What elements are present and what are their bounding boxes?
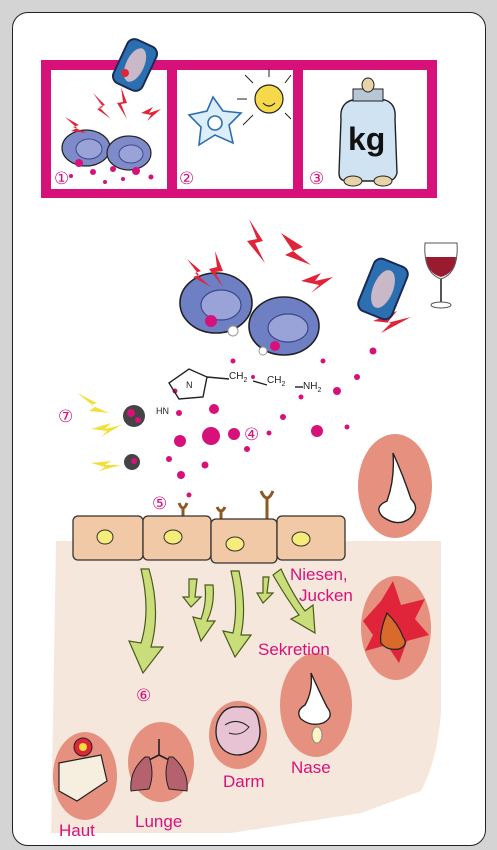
- mast-cells-main: [180, 273, 319, 355]
- trigger-panel: [41, 36, 437, 198]
- label-haut: Haut: [59, 822, 95, 840]
- cell-row: [73, 516, 345, 563]
- fish-can-wine-icon: [356, 243, 457, 322]
- figure-card: ① ② ③ kg ④ ⑤ ⑥ ⑦ N HN CH2 CH2 NH2 Niesen…: [12, 12, 486, 846]
- yellow-bolts: [77, 393, 121, 471]
- panel-2-label: ②: [179, 170, 194, 188]
- nose-upper-icon: [358, 434, 432, 538]
- marker-7: ⑦: [58, 408, 73, 426]
- label-lunge: Lunge: [135, 813, 182, 831]
- chem-n: N: [186, 380, 193, 390]
- chem-ch2-b: CH2: [267, 375, 285, 388]
- nose-secretion-icon: [280, 653, 352, 757]
- label-jucken: Jucken: [299, 587, 353, 605]
- intestine-icon: [209, 701, 267, 769]
- panel-3-label: ③: [309, 170, 324, 188]
- label-darm: Darm: [223, 773, 265, 791]
- label-niesen: Niesen,: [290, 566, 348, 584]
- panel-1-label: ①: [54, 170, 69, 188]
- marker-4: ④: [244, 426, 259, 444]
- chem-nh2: NH2: [303, 381, 321, 394]
- weight-text: kg: [348, 121, 385, 158]
- marker-5: ⑤: [152, 495, 167, 513]
- label-nase: Nase: [291, 759, 331, 777]
- chem-ch2-a: CH2: [229, 371, 247, 384]
- nose-sneeze-icon: [361, 576, 431, 680]
- antigen-particles: [123, 405, 145, 470]
- label-sekretion: Sekretion: [258, 641, 330, 659]
- lung-icon: [128, 722, 194, 802]
- chem-hn: HN: [156, 406, 169, 416]
- skin-icon: [53, 732, 117, 820]
- marker-6: ⑥: [136, 687, 151, 705]
- histamine-granules: [166, 348, 377, 498]
